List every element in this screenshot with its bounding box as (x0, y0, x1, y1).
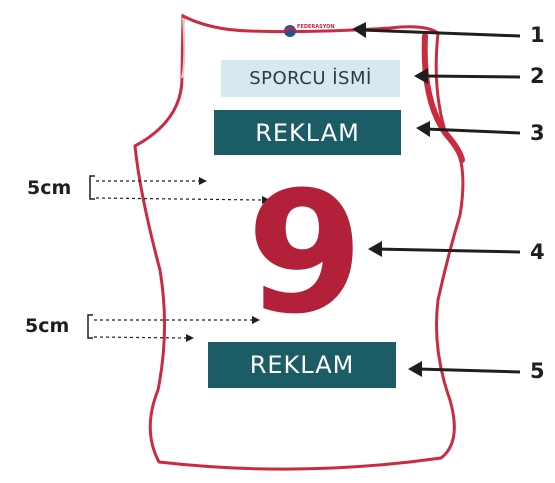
dimension-bottom-label: 5cm (25, 315, 70, 337)
federation-logo-swoosh-icon (283, 27, 297, 34)
sponsor-top-box: REKLAM (214, 110, 401, 155)
dimension-top-guide (89, 175, 270, 204)
callout-1: 1 (530, 23, 545, 47)
dimension-bottom-guide (87, 314, 260, 342)
dimension-top-label: 5cm (27, 177, 72, 199)
callout-2: 2 (530, 64, 545, 88)
player-name-box: SPORCU İSMİ (221, 60, 400, 97)
callout-4: 4 (530, 240, 545, 264)
jersey-seam (181, 17, 186, 79)
number-logo-icon (295, 301, 305, 311)
arrow-3-icon (416, 121, 521, 137)
arrow-4-icon (368, 241, 521, 257)
callout-5: 5 (530, 359, 545, 383)
jersey-number: 9 (246, 155, 364, 351)
arrow-5-icon (408, 361, 521, 377)
callout-3: 3 (530, 121, 545, 145)
arrow-2-icon (414, 68, 521, 84)
player-name-label: SPORCU İSMİ (249, 68, 372, 89)
logo-caption: FEDERASYON (297, 24, 335, 30)
sponsor-bottom-box: REKLAM (208, 342, 396, 388)
arrow-1-icon (352, 22, 521, 38)
sponsor-bottom-label: REKLAM (249, 351, 355, 379)
sponsor-top-label: REKLAM (255, 118, 360, 147)
